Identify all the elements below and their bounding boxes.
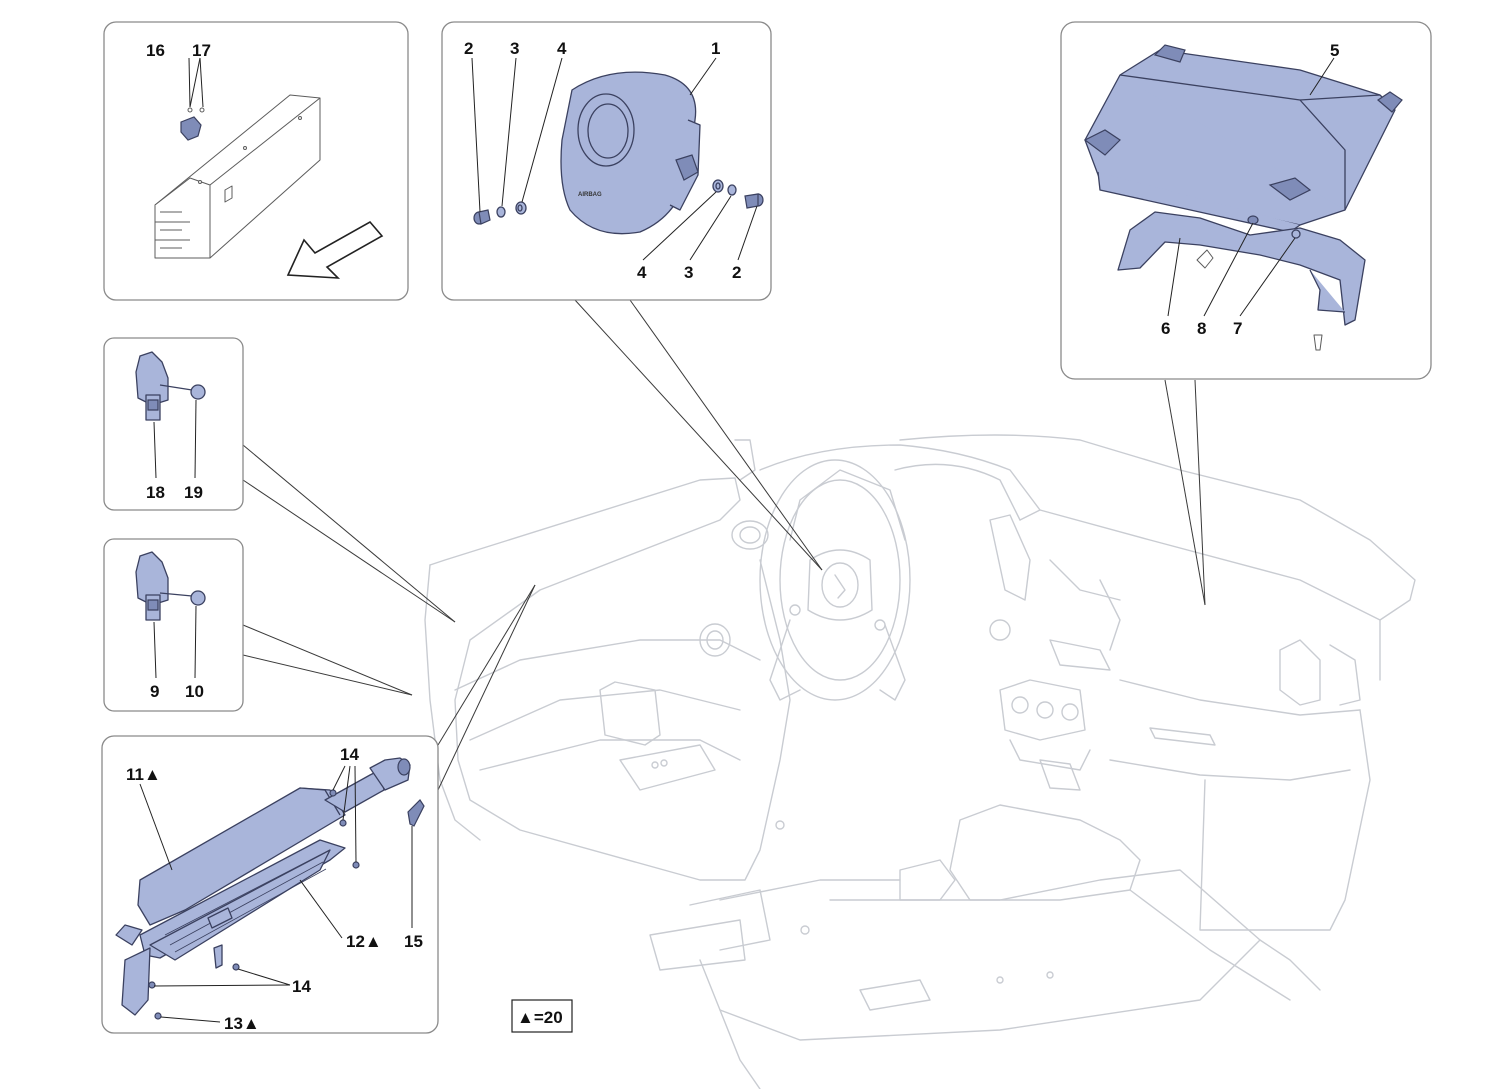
sensor-16	[180, 116, 202, 141]
label-3-right: 3	[684, 263, 693, 282]
label-5: 5	[1330, 41, 1339, 60]
label-3-left: 3	[510, 39, 519, 58]
label-8: 8	[1197, 319, 1206, 338]
car-interior-outline	[424, 434, 1416, 1089]
bolt-10	[190, 590, 206, 606]
label-19: 19	[184, 483, 203, 502]
sensor-9	[135, 551, 169, 606]
label-14-top: 14	[340, 745, 359, 764]
legend-text: ▲=20	[517, 1008, 563, 1027]
label-4-right: 4	[637, 263, 647, 282]
legend-box	[511, 999, 573, 1033]
panel-driver-airbag: AIRBAG 2 3 4 1 4 3 2	[441, 21, 772, 301]
label-1: 1	[711, 39, 720, 58]
label-16: 16	[146, 41, 165, 60]
label-18: 18	[146, 483, 165, 502]
panel-sensor-18: 18 19	[103, 337, 244, 511]
label-9: 9	[150, 682, 159, 701]
panel-callout-lines	[242, 299, 1206, 791]
label-6: 6	[1161, 319, 1170, 338]
panel-passenger-airbag: 5 6 8 7	[1060, 21, 1432, 380]
legend: ▲=20	[511, 999, 573, 1033]
label-11: 11▲	[126, 765, 161, 784]
sensor-18	[135, 351, 169, 406]
label-13: 13▲	[224, 1014, 260, 1033]
label-10: 10	[185, 682, 204, 701]
label-4-left: 4	[557, 39, 567, 58]
airbag-marking: AIRBAG	[578, 192, 602, 198]
label-2-left: 2	[464, 39, 473, 58]
bolt-19	[190, 384, 206, 400]
label-17: 17	[192, 41, 211, 60]
label-7: 7	[1233, 319, 1242, 338]
label-2-right: 2	[732, 263, 741, 282]
panel-side-airbag: 11▲ 14 12▲ 15 14 13▲	[101, 735, 439, 1034]
panel-sensor-9: 9 10	[103, 538, 244, 712]
label-14-bottom: 14	[292, 977, 311, 996]
screw-15	[407, 799, 425, 827]
label-12: 12▲	[346, 932, 382, 951]
panel-crossmember-sensor: 16 17	[103, 21, 409, 301]
label-15: 15	[404, 932, 423, 951]
direction-arrow	[286, 220, 384, 279]
